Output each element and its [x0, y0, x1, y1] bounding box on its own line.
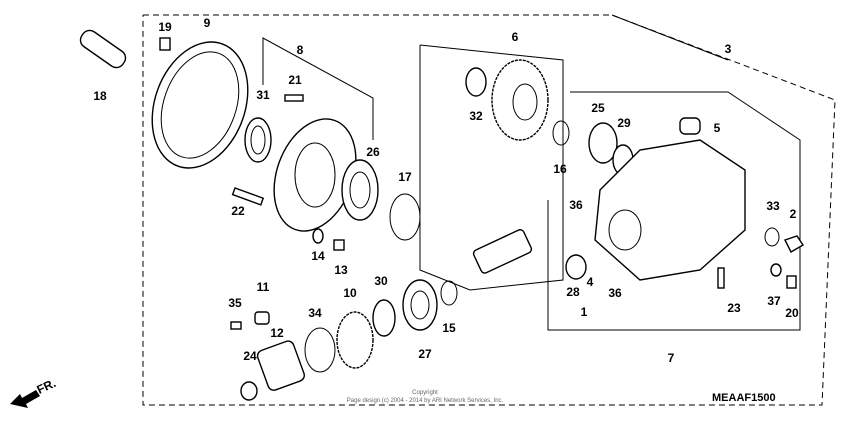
callout-28[interactable]: 28: [566, 285, 580, 299]
callout-3[interactable]: 3: [725, 42, 732, 56]
callout-14[interactable]: 14: [311, 249, 325, 263]
part-26-bearing: [341, 159, 379, 221]
callout-36[interactable]: 36: [569, 198, 583, 212]
callout-16[interactable]: 16: [553, 162, 567, 176]
callout-17[interactable]: 17: [398, 170, 412, 184]
callout-27[interactable]: 27: [418, 347, 432, 361]
callout-4[interactable]: 4: [587, 275, 594, 289]
part-12-coupling: [256, 340, 305, 391]
diagram-code: MEAAF1500: [712, 392, 776, 404]
callout-34[interactable]: 34: [308, 306, 322, 320]
callout-31[interactable]: 31: [256, 88, 270, 102]
callout-1[interactable]: 1: [581, 305, 588, 319]
group-7-box: [547, 91, 801, 331]
callout-7[interactable]: 7: [668, 351, 675, 365]
part-32-seal: [465, 67, 487, 97]
callout-35[interactable]: 35: [228, 296, 242, 310]
part-14-washer: [312, 228, 324, 244]
part-final-case: [594, 139, 746, 281]
part-13-plug: [333, 239, 345, 251]
part-28-sleeve: [565, 254, 587, 280]
callout-25[interactable]: 25: [591, 101, 605, 115]
part-35-screw: [230, 321, 242, 330]
part-9-ring: [151, 41, 249, 169]
callout-5[interactable]: 5: [714, 121, 721, 135]
callout-32[interactable]: 32: [469, 109, 483, 123]
part-33-washer: [764, 227, 780, 247]
part-23-stud: [717, 267, 725, 289]
part-pinion: [472, 229, 533, 274]
callout-24[interactable]: 24: [243, 349, 257, 363]
callout-9[interactable]: 9: [204, 16, 211, 30]
callout-13[interactable]: 13: [334, 263, 348, 277]
part-2-bolt: [784, 235, 804, 253]
leader: [611, 14, 729, 61]
part-31-seal: [244, 117, 272, 163]
callout-26[interactable]: 26: [366, 145, 380, 159]
copyright-line1: Copyright: [412, 390, 438, 396]
callout-37[interactable]: 37: [767, 294, 781, 308]
callout-8[interactable]: 8: [297, 43, 304, 57]
assembly-outline: [142, 14, 836, 406]
callout-12[interactable]: 12: [270, 326, 284, 340]
callout-21[interactable]: 21: [288, 73, 302, 87]
callout-2[interactable]: 2: [790, 207, 797, 221]
part-5-cap: [679, 117, 701, 135]
part-21-bolt: [284, 94, 304, 102]
callout-10[interactable]: 10: [343, 286, 357, 300]
callout-22[interactable]: 22: [231, 204, 245, 218]
part-24-nut: [240, 381, 258, 401]
copyright-line2: Page design (c) 2004 - 2014 by ARI Netwo…: [347, 398, 504, 404]
callout-15[interactable]: 15: [442, 321, 456, 335]
part-30-seal: [372, 299, 396, 337]
part-15-shim: [440, 280, 458, 306]
part-6-ring-gear: [491, 59, 549, 141]
callout-11[interactable]: 11: [257, 280, 270, 294]
part-27-bearing: [402, 279, 438, 331]
callout-19[interactable]: 19: [158, 20, 172, 34]
part-17-circlip: [389, 193, 421, 241]
callout-18[interactable]: 18: [93, 89, 107, 103]
part-37-washer: [770, 263, 782, 277]
part-22-bolt: [231, 187, 265, 206]
callout-6[interactable]: 6: [512, 30, 519, 44]
callout-29[interactable]: 29: [617, 116, 631, 130]
callout-30[interactable]: 30: [374, 274, 388, 288]
front-label: FR.: [35, 376, 58, 397]
part-25-bearing: [588, 122, 618, 164]
part-18-tube: [79, 29, 127, 69]
callout-33[interactable]: 33: [766, 199, 780, 213]
part-20-bolt: [786, 275, 797, 289]
front-arrow-icon: [10, 390, 40, 408]
callout-23[interactable]: 23: [727, 301, 741, 315]
callout-20[interactable]: 20: [785, 306, 799, 320]
group-8-bracket: [262, 37, 374, 140]
part-34-oring: [304, 327, 336, 373]
part-16-shim: [552, 120, 570, 146]
part-11-collar: [254, 311, 270, 325]
part-19-screw: [159, 37, 171, 51]
callout-36[interactable]: 36: [608, 286, 622, 300]
part-10-gear: [336, 311, 374, 369]
group-6-box: [419, 44, 564, 291]
